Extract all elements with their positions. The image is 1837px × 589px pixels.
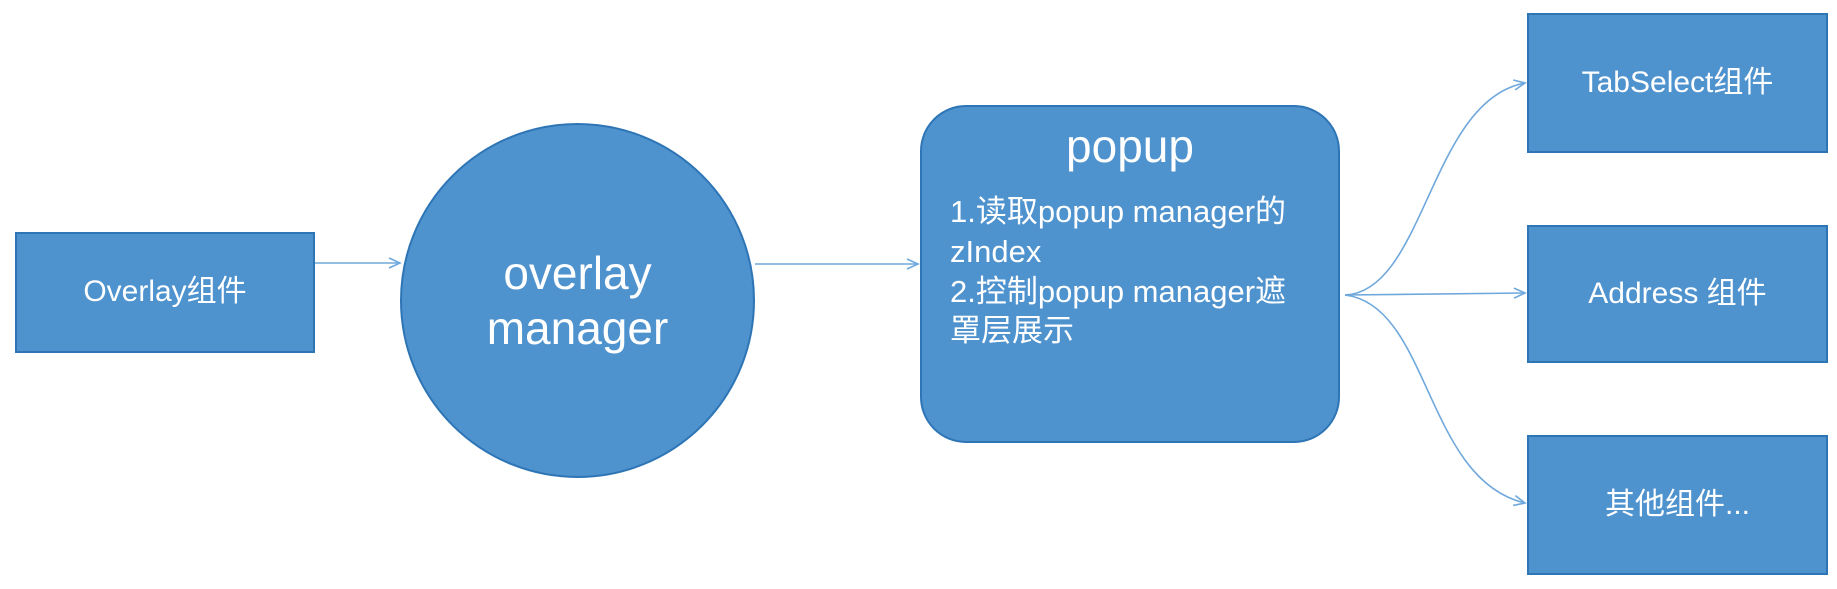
- node-overlay-manager[interactable]: overlay manager: [400, 123, 755, 478]
- node-other-components[interactable]: 其他组件...: [1527, 435, 1828, 575]
- node-overlay-component[interactable]: Overlay组件: [15, 232, 315, 353]
- edge-popup-to-tabselect: [1344, 79, 1527, 296]
- node-address-component[interactable]: Address 组件: [1527, 225, 1828, 363]
- node-tabselect-label: TabSelect组件: [1581, 65, 1774, 99]
- node-tabselect-component[interactable]: TabSelect组件: [1527, 13, 1828, 153]
- node-popup-body: 1.读取popup manager的zIndex 2.控制popup manag…: [950, 194, 1287, 349]
- edge-popup-to-other: [1344, 294, 1527, 507]
- node-manager-label-line1: overlay: [503, 247, 652, 300]
- node-manager-label-line2: manager: [486, 301, 669, 354]
- node-overlay-label: Overlay组件: [83, 275, 247, 309]
- node-popup-title: popup: [1066, 120, 1194, 172]
- node-popup[interactable]: popup 1.读取popup manager的zIndex 2.控制popup…: [920, 105, 1340, 443]
- node-other-label: 其他组件...: [1604, 487, 1750, 521]
- edge-popup-to-address: [1344, 287, 1527, 299]
- node-address-label: Address 组件: [1588, 276, 1767, 310]
